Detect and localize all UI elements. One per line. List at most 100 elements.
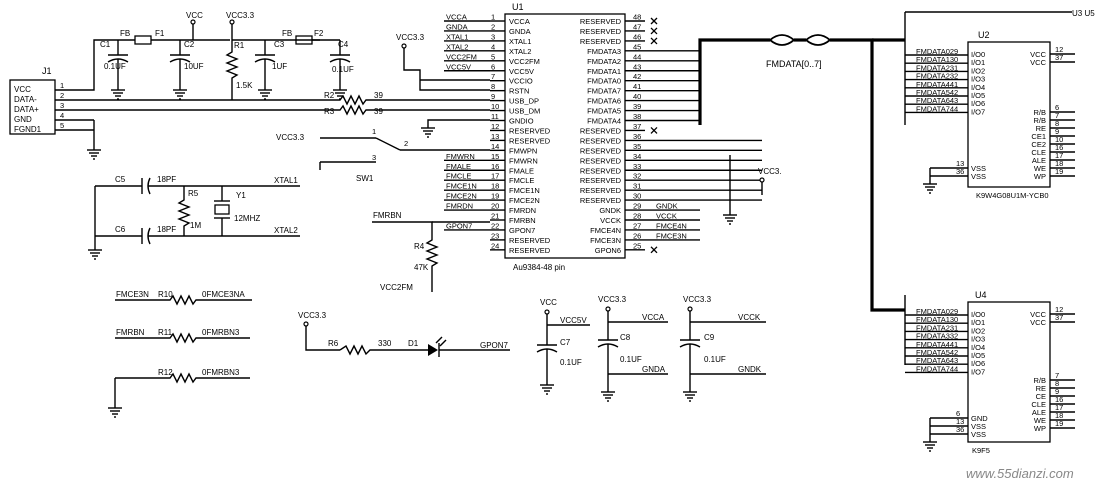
- led-circuit: VCC3.3 R6 330 D1 GPON7: [298, 311, 510, 357]
- r6-value: 330: [378, 339, 392, 348]
- nand-vcc-pin: VCC: [1030, 50, 1046, 59]
- u1-pin-number: 28: [633, 212, 641, 221]
- nand-ctrl-pin: WP: [1034, 424, 1046, 433]
- y1-ref: Y1: [236, 191, 246, 200]
- decoupling-caps: VCC VCC5V C7 0.1UF VCC3.3 VCCA GNDA C8 0…: [536, 295, 766, 402]
- u1-net-label: FMRDN: [446, 202, 473, 211]
- power-terminal-icon: [190, 19, 196, 25]
- xtal2-net: XTAL2: [274, 226, 298, 235]
- power-terminal-icon: [401, 43, 407, 49]
- resistor-icon: [177, 186, 191, 236]
- u1-pin-number: 11: [491, 112, 499, 121]
- u2-ref: U2: [978, 30, 990, 40]
- nand-ctrl-pin: RE: [1036, 124, 1046, 133]
- r11-left-net: FMRBN: [116, 328, 145, 337]
- sw1-pin-label: 2: [404, 139, 408, 148]
- ground-icon: [922, 183, 938, 194]
- u1-pin-name: FMWPN: [509, 146, 537, 155]
- u1-net-label: FMWRN: [446, 152, 475, 161]
- resistor-icon: [115, 372, 250, 384]
- nand-pin-number: 19: [1055, 419, 1063, 428]
- u1-pin-name: RESERVED: [580, 186, 622, 195]
- c9-rail: VCC3.3: [683, 295, 712, 304]
- u4-part: K9F5: [972, 446, 990, 455]
- resistor-icon: [318, 104, 410, 116]
- u1-pin-number: 32: [633, 172, 641, 181]
- u1-pin-number: 34: [633, 152, 641, 161]
- nand-pin-number: 13: [956, 159, 964, 168]
- c1-value: 0.1UF: [104, 62, 126, 71]
- u1-pin-name: USB_DP: [509, 97, 539, 106]
- u1-pin-name: XTAL2: [509, 47, 531, 56]
- u1-pin-number: 2: [491, 22, 495, 31]
- nand-io-net: FMDATA029: [916, 47, 958, 56]
- r5-value: 1M: [190, 221, 201, 230]
- nand-pin-number: 36: [956, 425, 964, 434]
- nand-io-net: FMDATA643: [916, 96, 958, 105]
- nand-io-net: FMDATA029: [916, 307, 958, 316]
- no-connect-icon: [650, 246, 658, 254]
- nand-vss-pin: GND: [971, 414, 988, 423]
- nand-vcc-pin: VCC: [1030, 318, 1046, 327]
- u1-pin-name: RESERVED: [509, 126, 551, 135]
- bus-label: FMDATA[0..7]: [766, 59, 822, 69]
- j1-ref: J1: [42, 66, 52, 76]
- u1-ref: U1: [512, 2, 524, 12]
- nand-io-pin: I/O1: [971, 58, 985, 67]
- nand-io-pin: I/O3: [971, 335, 985, 344]
- u1-pin-name: RESERVED: [580, 126, 622, 135]
- c4-ref: C4: [338, 40, 349, 49]
- u1-pin-number: 25: [633, 241, 641, 250]
- nand-pin-number: 18: [1055, 159, 1063, 168]
- nand-io-net: FMDATA744: [916, 364, 958, 373]
- u1-pin-name: FMWRN: [509, 156, 538, 165]
- u1-pin-name: RESERVED: [580, 27, 622, 36]
- u1-pin-name: GPON6: [595, 246, 621, 255]
- nand-vss-pin: VSS: [971, 172, 986, 181]
- resistor-icon: [115, 332, 250, 344]
- nand-ctrl-pin: CE2: [1031, 140, 1046, 149]
- u1-pin-number: 43: [633, 62, 641, 71]
- u1-pin-number: 38: [633, 112, 641, 121]
- u1-pin-name: RESERVED: [580, 37, 622, 46]
- nand-io-pin: I/O0: [971, 50, 985, 59]
- nand-ctrl-pin: R/B: [1033, 116, 1046, 125]
- c6-value: 18PF: [157, 225, 176, 234]
- r4-net: FMRBN: [373, 211, 402, 220]
- u1-pin-number: 42: [633, 72, 641, 81]
- u1-net-label: GNDK: [656, 202, 678, 211]
- u1-pin-name: VCCIO: [509, 77, 533, 86]
- c8-ref: C8: [620, 333, 631, 342]
- u1-pin-number: 7: [491, 72, 495, 81]
- nand-io-net: FMDATA332: [916, 332, 958, 341]
- u1-pin-number: 16: [491, 162, 499, 171]
- nand-vss-pin: VSS: [971, 164, 986, 173]
- u1-pin-name: FMDATA5: [587, 107, 621, 116]
- nand-io-pin: I/O5: [971, 351, 985, 360]
- u1-pin-number: 27: [633, 221, 641, 230]
- nand-ctrl-pin: R/B: [1033, 376, 1046, 385]
- j1-pin-num: 1: [60, 81, 64, 90]
- resistor-icon: [425, 230, 439, 292]
- input-filter-2: VCC3.3 R1 1.5K C3 1UF FB F2 C4 0.1UF R2 …: [225, 11, 490, 138]
- resistor-icon: [115, 294, 252, 306]
- nand-pin-number: 37: [1055, 53, 1063, 62]
- vcc3-rail-label: VCC3.: [758, 167, 782, 176]
- u1-pin-name: FMDATA2: [587, 57, 621, 66]
- c9-value: 0.1UF: [704, 355, 726, 364]
- u1-pin-number: 44: [633, 52, 641, 61]
- resistor-icon: [339, 344, 428, 356]
- c4-value: 0.1UF: [332, 65, 354, 74]
- power-terminal-icon: [605, 306, 611, 312]
- u1-pin-number: 26: [633, 231, 641, 240]
- u1-pin-name: FMDATA7: [587, 87, 621, 96]
- sw1-rail: VCC3.3: [276, 133, 305, 142]
- j1-body: [9, 79, 56, 135]
- crystal-icon: [214, 204, 230, 215]
- u1-pin-number: 17: [491, 172, 499, 181]
- u1-net-label: VCC2FM: [446, 52, 477, 61]
- nand-pin-number: 17: [1055, 403, 1063, 412]
- r2-ref: R2: [324, 91, 335, 100]
